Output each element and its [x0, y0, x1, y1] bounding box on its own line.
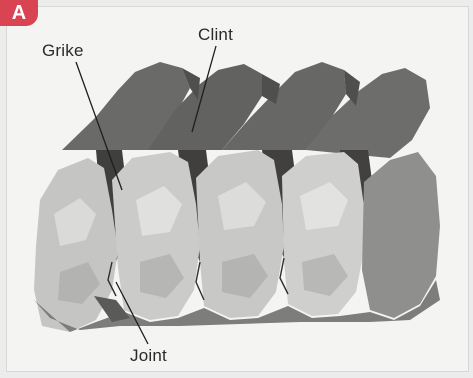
back-ridges	[62, 62, 430, 158]
clint-label: Clint	[198, 25, 233, 45]
grike-label: Grike	[42, 41, 84, 61]
joint-label: Joint	[130, 346, 167, 366]
front-clints	[34, 150, 440, 332]
